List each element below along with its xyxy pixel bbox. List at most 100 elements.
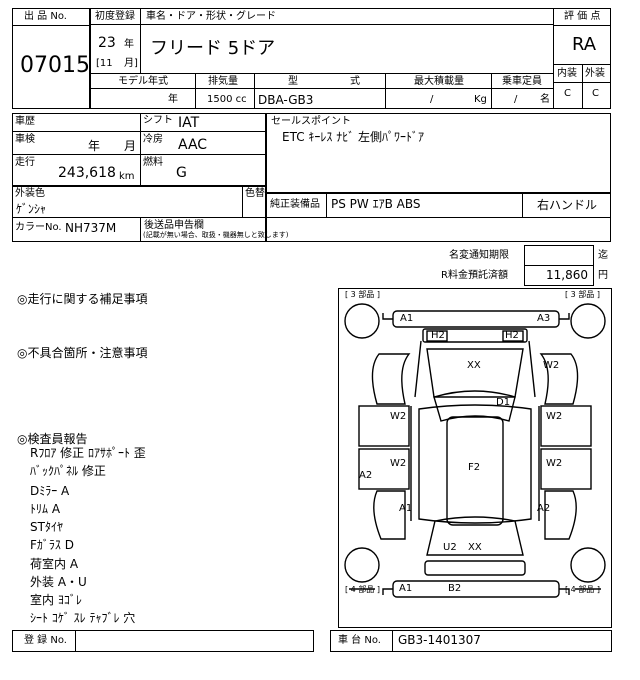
reg-no-box [12, 630, 314, 652]
color-box [12, 186, 266, 218]
score: RA [572, 34, 597, 55]
recycle-box [524, 265, 594, 286]
reg-no-label: 登 録 No. [24, 635, 67, 646]
fuel-label: 燃料 [143, 157, 163, 168]
capacity-label: 乗車定員 [502, 76, 542, 87]
first-reg-year: 23 [98, 35, 116, 51]
mark-rear-bumper-l: A1 [399, 583, 413, 594]
car-name: フリード 5ドア [150, 38, 276, 59]
inspector-item: 外装 A・U [30, 575, 87, 589]
lot-no-label: 出 品 No. [24, 11, 67, 22]
mark-rr-door: W2 [546, 458, 563, 469]
chassis-no: GB3-1401307 [398, 633, 481, 647]
exterior-score: C [592, 88, 599, 99]
mark-front-bumper: A1 [400, 313, 414, 324]
aftermarket-note: (記載が無い場合、取扱・機器無しと致します) [143, 231, 289, 239]
mark-lf-door: W2 [390, 411, 407, 422]
exterior-label: 外装 [585, 68, 605, 79]
mark-hood-left: H2 [431, 330, 445, 341]
score-label: 評 価 点 [564, 11, 601, 22]
mark-r-quarter: A2 [537, 503, 551, 514]
interior-score: C [564, 88, 571, 99]
first-reg-year-unit: 年 [124, 39, 134, 50]
capacity-unit: 名 [540, 94, 550, 105]
mark-rear-xx: XX [468, 542, 482, 553]
mark-l-quarter: A1 [399, 503, 413, 514]
inspector-label: ◎検査員報告 [17, 432, 88, 446]
inspector-item: ﾊﾞｯｸﾊﾟﾈﾙ 修正 [30, 464, 106, 478]
tire-label-br: [ 4 部品 ] [565, 585, 600, 594]
inspector-item: 室内 ﾖｺﾞﾚ [30, 593, 82, 607]
name-change-label: 名変通知期限 [449, 250, 509, 261]
ac: AAC [178, 137, 208, 153]
inspector-item: STﾀｲﾔ [30, 520, 63, 534]
mileage-label: 走行 [15, 157, 35, 168]
mark-windshield: D1 [496, 397, 511, 408]
type: DBA-GB3 [258, 93, 314, 107]
shift-label: シフト [143, 115, 173, 126]
aftermarket-label: 後送品申告欄 [144, 220, 204, 231]
first-reg-month: [11 [96, 58, 113, 69]
name-change-box [524, 245, 594, 266]
inspector-item: ﾄﾘﾑ A [30, 502, 61, 516]
type-label-2: 式 [350, 76, 360, 87]
color-no-box [12, 217, 266, 242]
defects-label: ◎不具合箇所・注意事項 [17, 346, 148, 360]
mark-hood-right: H2 [505, 330, 519, 341]
inspection-label: 車検 [15, 134, 35, 145]
inspection-month-unit: 月 [124, 139, 137, 153]
max-load-unit: Kg [474, 94, 487, 105]
inspection-year-unit: 年 [88, 139, 101, 153]
chassis-box [330, 630, 612, 652]
first-reg-label: 初度登録 [95, 11, 135, 22]
driving-notes-label: ◎走行に関する補足事項 [17, 292, 148, 306]
displacement-label: 排気量 [208, 76, 238, 87]
mark-roof-area: XX [467, 360, 481, 371]
oem: PS PW ｴｱB ABS [331, 197, 421, 211]
mark-front-right: A3 [537, 313, 551, 324]
type-label: 型 [288, 76, 298, 87]
mark-roof: F2 [468, 462, 481, 473]
mark-left-side: A2 [359, 470, 373, 481]
tire-label-tl: [ 3 部品 ] [345, 290, 380, 299]
damage-diagram [338, 288, 612, 628]
car-outline-svg [344, 303, 606, 598]
ac-label: 冷房 [143, 134, 163, 145]
interior-label: 内装 [557, 68, 577, 79]
tire-label-tr: [ 3 部品 ] [565, 290, 600, 299]
car-name-label: 車名・ドア・形状・グレード [146, 11, 276, 22]
lot-no-box [12, 25, 90, 109]
sales-points: ETC ｷｰﾚｽ ﾅﾋﾞ 左側ﾊﾟﾜｰﾄﾞｱ [282, 130, 425, 144]
shift: IAT [178, 115, 200, 131]
max-load: / [430, 94, 434, 105]
steering-lower-box [266, 217, 611, 242]
mark-rf-door: W2 [546, 411, 563, 422]
mark-rear-u: U2 [443, 542, 457, 553]
lot-no: 07015 [20, 53, 90, 78]
mark-rf-fender: W2 [543, 360, 560, 371]
oem-label: 純正装備品 [270, 199, 320, 210]
inspector-item: Rﾌﾛｱ 修正 ﾛｱｻﾎﾟｰﾄ 歪 [30, 446, 146, 460]
model-year-unit: 年 [168, 94, 178, 105]
tire-label-bl: [ 4 部品 ] [345, 585, 380, 594]
recycle-value: 11,860 [546, 268, 588, 282]
inspector-item: ｼｰﾄ ｺｹﾞ ｽﾚ ﾃｬﾌﾞﾚ 穴 [30, 611, 136, 625]
color: ｹﾞﾝｼｬ [16, 202, 47, 216]
inspector-item: Dﾐﾗｰ A [30, 484, 70, 498]
mileage-unit: km [119, 171, 135, 182]
model-year-label: モデル年式 [118, 76, 168, 87]
name-change-unit: 迄 [598, 250, 608, 261]
specs-left-box [12, 113, 266, 186]
inspector-item: 荷室内 A [30, 557, 79, 571]
recycle-unit: 円 [598, 270, 608, 281]
sales-points-label: セールスポイント [271, 116, 351, 127]
history-label: 車歴 [15, 116, 35, 127]
chassis-label: 車 台 No. [338, 635, 381, 646]
fuel: G [176, 165, 187, 181]
inspector-item: Fｶﾞﾗｽ D [30, 538, 74, 552]
color-no-label: カラーNo. [15, 222, 62, 233]
oem-box [266, 193, 611, 218]
repaint-label: 色替 [245, 188, 265, 199]
mark-lr-door: W2 [390, 458, 407, 469]
mark-rear-bumper-b: B2 [448, 583, 462, 594]
